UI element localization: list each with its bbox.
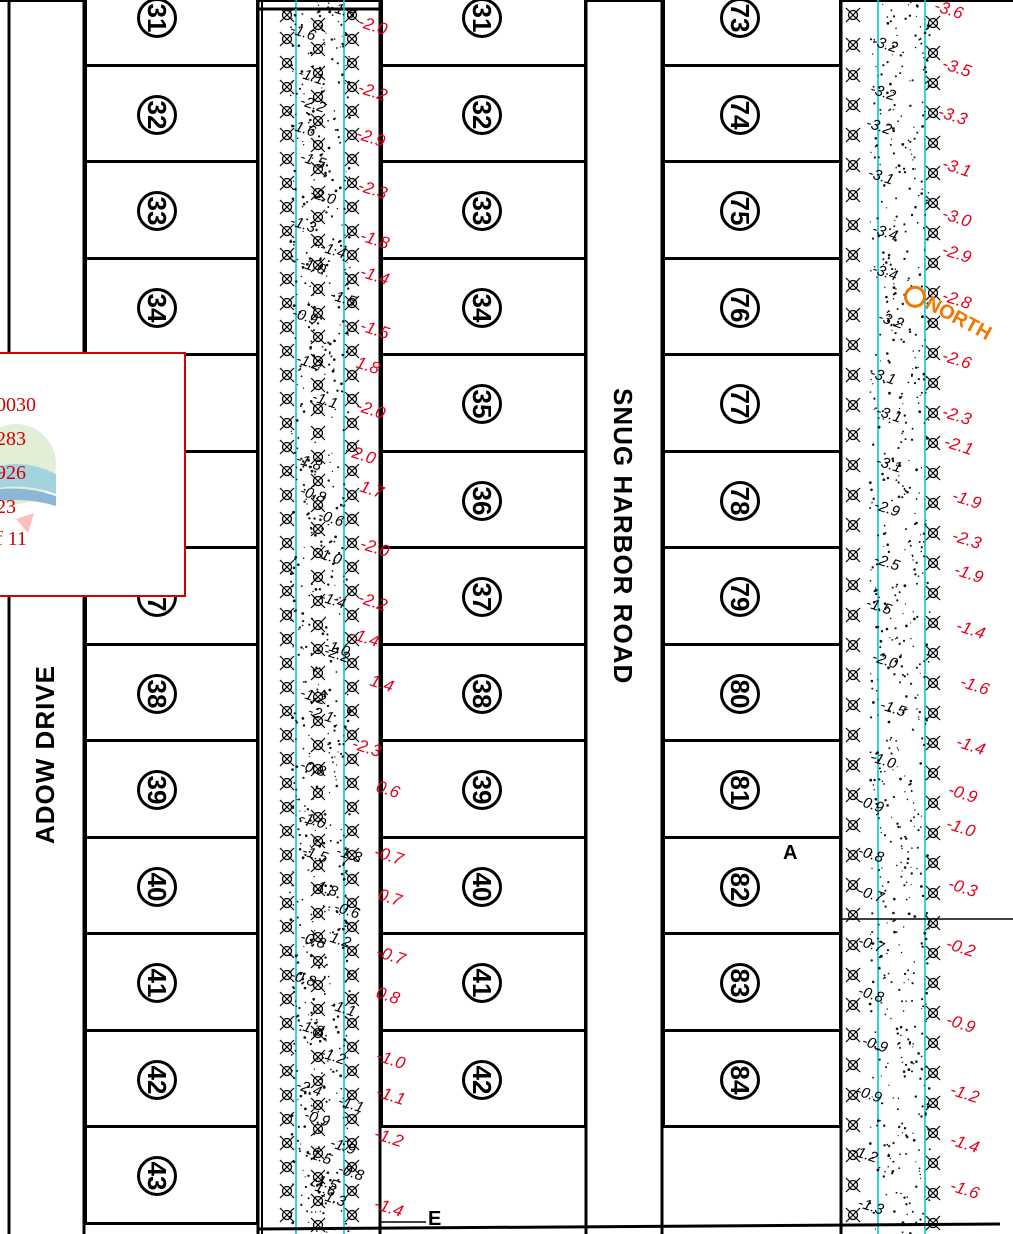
lot-number: 40 [137,866,177,907]
title-block-line-3: 926 [0,462,26,484]
lot-number: 78 [720,480,760,521]
lot-number: 36 [462,480,502,521]
lot-number: 40 [462,866,502,907]
lot-number: 34 [462,287,502,328]
title-block-line-4: 23 [0,496,16,518]
lot-number: 39 [137,770,177,811]
lot-number: 81 [720,770,760,811]
lot-number: 43 [137,1156,177,1197]
lot-number: 74 [720,94,760,135]
lot-number: 32 [462,94,502,135]
section-mark-a: A [783,842,798,864]
logo-emblem [0,424,56,533]
title-block-line-1: 0030 [0,394,36,416]
lot-number: 75 [720,191,760,232]
lot-number: 35 [462,384,502,425]
lot-number: 37 [462,577,502,618]
lot-number: 32 [137,94,177,135]
lot-number: 83 [720,963,760,1004]
title-block-line-2: 283 [0,428,26,450]
lot-number: 38 [137,673,177,714]
lot-number: 80 [720,673,760,714]
title-block-line-5: f 11 [0,528,27,550]
road-label-meadow-drive: ADOW DRIVE [30,665,60,844]
lot-number: 33 [137,191,177,232]
lot-number: 34 [137,287,177,328]
lot-number: 82 [720,866,760,907]
road-label-snug-harbor: SNUG HARBOR ROAD [608,388,638,685]
lot-number: 79 [720,577,760,618]
section-mark-e: E [428,1208,442,1230]
lot-number: 41 [462,963,502,1004]
lot-number: 38 [462,673,502,714]
lot-number: 77 [720,384,760,425]
lot-number: 39 [462,770,502,811]
title-block: 0030 283 926 23 f 11 [0,352,186,597]
lot-parcel [84,0,259,67]
lot-number: 84 [720,1059,760,1100]
lot-number: 41 [137,963,177,1004]
lot-number: 33 [462,191,502,232]
lot-parcel [380,452,587,549]
lot-number: 42 [462,1059,502,1100]
lot-parcel [84,838,259,935]
lot-number: 76 [720,287,760,328]
lot-number: 42 [137,1059,177,1100]
